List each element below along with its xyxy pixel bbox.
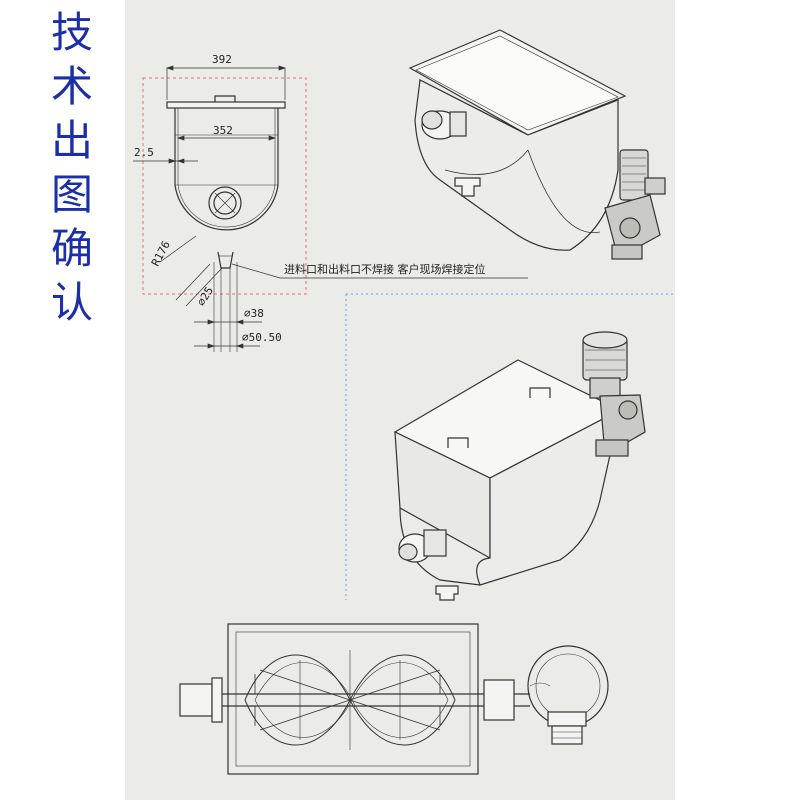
lid-handle: [529, 387, 551, 398]
title-char: 技: [50, 8, 93, 57]
isometric-view-middle: [393, 331, 646, 601]
title-char: 出: [50, 116, 93, 165]
dim-dia38: [194, 319, 262, 325]
outlet-nozzle: [454, 177, 481, 197]
dim-dia50-label: ∅50.50: [242, 331, 282, 344]
ribbon-agitator: [244, 650, 456, 750]
title-char: 术: [50, 62, 93, 111]
vertical-title: 技 术 出 图 确 认: [44, 6, 100, 330]
title-char: 认: [50, 278, 93, 327]
dim-r176: [159, 235, 197, 263]
lid-handle: [447, 437, 469, 448]
weld-note: 进料口和出料口不焊接 客户现场焊接定位: [284, 262, 486, 276]
section-view: [142, 77, 307, 352]
lid: [166, 101, 286, 109]
dim-dia50: [194, 343, 260, 349]
detail-guide-box: [142, 77, 307, 295]
shaft-cross: [214, 192, 236, 214]
trough-body: [174, 108, 279, 231]
isometric-view-top: [408, 29, 666, 260]
trough-inner-wall: [177, 108, 276, 228]
left-bearing: [179, 683, 213, 717]
view-separator: [345, 293, 675, 600]
dim-dia38-label: ∅38: [244, 307, 264, 320]
dim-352: [176, 135, 277, 141]
dim-2-5: [133, 158, 198, 164]
title-char: 确: [50, 224, 93, 273]
outlet-nozzle: [435, 585, 459, 601]
discharge-outlet: [217, 251, 234, 269]
dim-392-label: 392: [212, 53, 232, 66]
dim-392: [165, 65, 287, 100]
title-char: 图: [50, 170, 93, 219]
motor: [619, 149, 649, 201]
note-leader: [231, 263, 528, 279]
dim-dia25: [175, 263, 223, 307]
lid-handle: [214, 95, 236, 102]
top-view: [179, 623, 609, 775]
shaft-outer: [208, 186, 242, 220]
dim-dia25-label: ∅25: [194, 284, 216, 308]
dim-352-label: 352: [213, 124, 233, 137]
shaft-inner: [213, 191, 237, 215]
left-margin: [0, 0, 125, 800]
dim-2-5-label: 2.5: [134, 146, 154, 159]
right-bearing: [483, 679, 515, 721]
dim-r176-label: R176: [149, 239, 173, 269]
right-margin: [675, 0, 800, 800]
trough-outline: [227, 623, 479, 775]
